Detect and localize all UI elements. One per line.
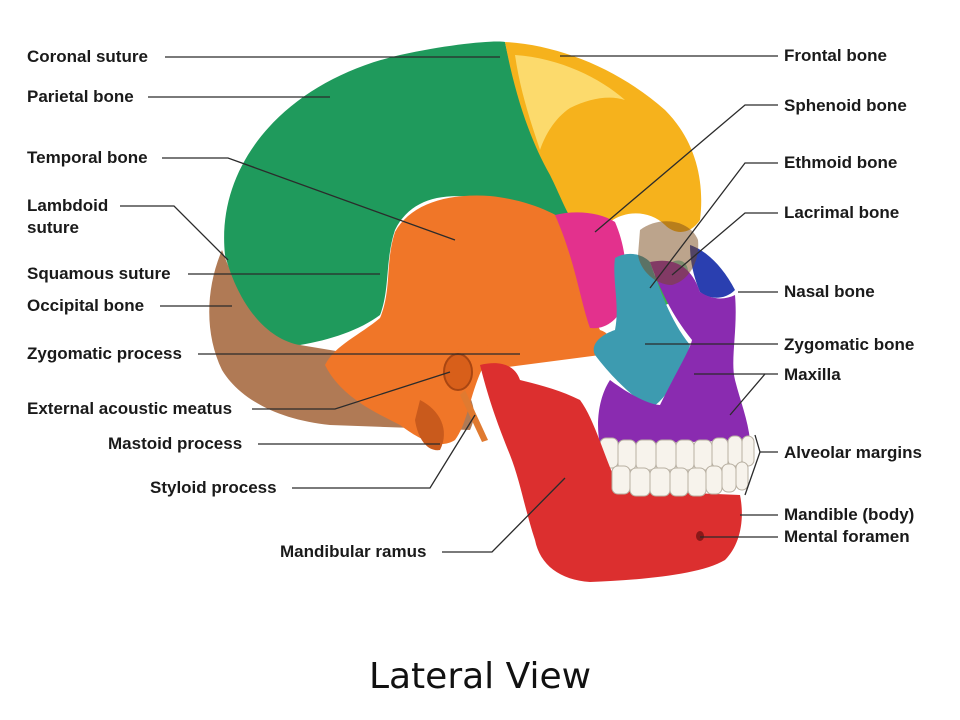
label-frontal-bone: Frontal bone xyxy=(784,46,887,65)
label-lambdoid-suture-line1: Lambdoid xyxy=(27,196,109,215)
temporal-bone-shape xyxy=(325,195,600,445)
orbit-shape xyxy=(638,221,699,285)
label-squamous-suture: Squamous suture xyxy=(27,264,171,283)
caption-lateral-view: Lateral View xyxy=(368,656,592,697)
maxilla-shape xyxy=(598,260,750,445)
label-zygomatic-process: Zygomatic process xyxy=(27,344,182,363)
zygomatic-process-shape xyxy=(440,330,612,372)
label-occipital-bone: Occipital bone xyxy=(27,296,145,315)
mandible-shape xyxy=(480,363,742,582)
label-sphenoid-bone: Sphenoid bone xyxy=(784,96,907,115)
leader-lines-right xyxy=(560,55,778,538)
label-parietal-bone: Parietal bone xyxy=(27,87,134,106)
skull-diagram xyxy=(120,41,778,582)
zygomatic-bone-shape xyxy=(593,253,690,408)
mastoid-process-shape xyxy=(415,400,444,451)
label-ethmoid-bone: Ethmoid bone xyxy=(784,153,898,172)
nasal-bone-shape xyxy=(690,245,735,298)
label-external-acoustic-meatus: External acoustic meatus xyxy=(27,399,233,418)
label-temporal-bone: Temporal bone xyxy=(27,148,148,167)
parietal-bone-shape xyxy=(224,41,576,345)
label-lambdoid-suture-line2: suture xyxy=(27,218,79,237)
label-mental-foramen: Mental foramen xyxy=(784,527,910,546)
label-nasal-bone: Nasal bone xyxy=(784,282,875,301)
label-mandible-body: Mandible (body) xyxy=(784,505,915,524)
label-mandibular-ramus: Mandibular ramus xyxy=(280,542,427,561)
frontal-bone-highlight xyxy=(515,55,625,150)
leader-lines-left xyxy=(120,56,566,553)
label-styloid-process: Styloid process xyxy=(150,478,277,497)
label-maxilla: Maxilla xyxy=(784,365,841,384)
mental-foramen-shape xyxy=(696,531,704,541)
label-lacrimal-bone: Lacrimal bone xyxy=(784,203,900,222)
label-zygomatic-bone: Zygomatic bone xyxy=(784,335,915,354)
lower-teeth xyxy=(611,461,749,497)
label-coronal-suture: Coronal suture xyxy=(27,47,148,66)
label-alveolar-margins: Alveolar margins xyxy=(784,443,922,462)
label-mastoid-process: Mastoid process xyxy=(108,434,243,453)
sphenoid-bone-shape xyxy=(555,212,627,329)
